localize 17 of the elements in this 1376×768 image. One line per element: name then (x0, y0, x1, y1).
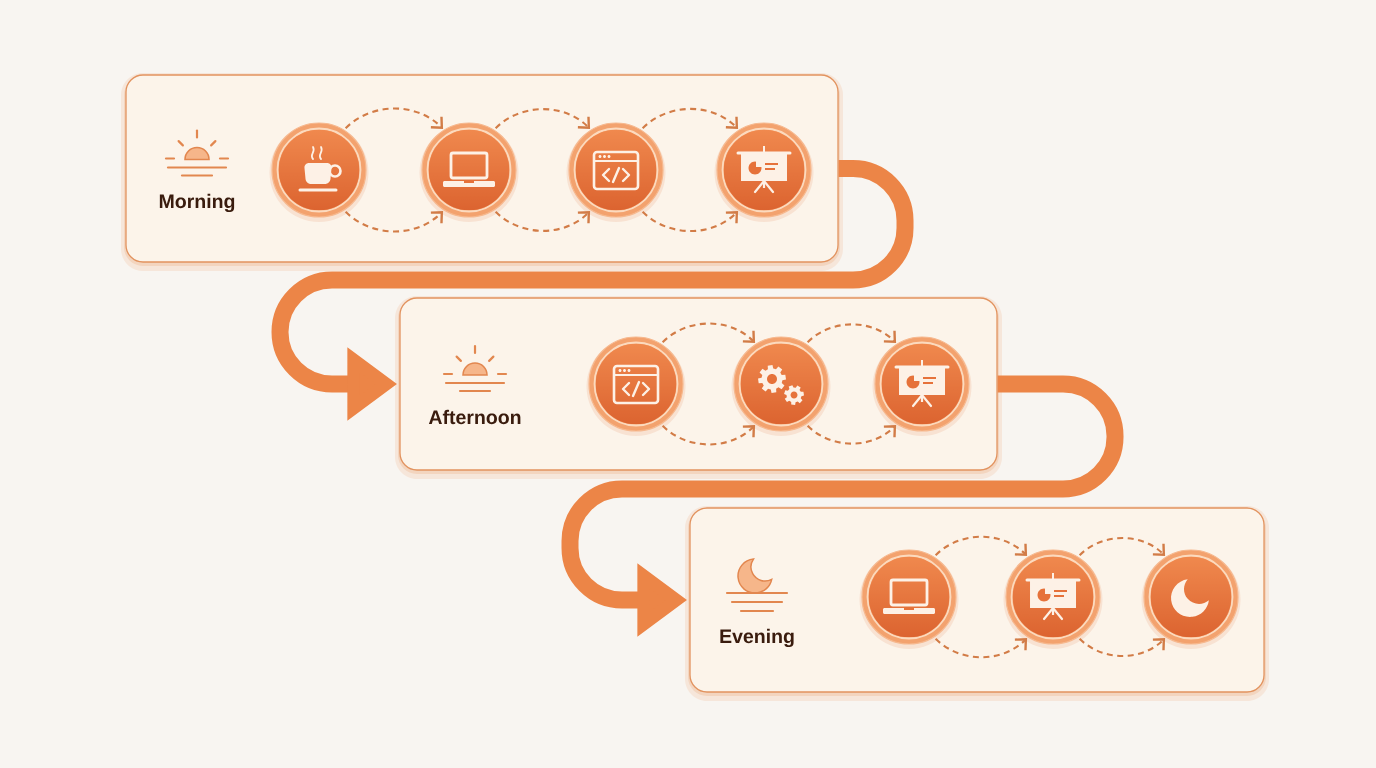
dashed-arrow (641, 107, 739, 129)
dashed-arrow (1078, 537, 1166, 556)
dashed-arrow (494, 210, 591, 232)
dashed-arrow (806, 425, 897, 445)
panel-heading: Afternoon (428, 409, 521, 425)
dashed-arrow (934, 535, 1028, 556)
panel-heading: Morning (159, 193, 235, 213)
dashed-arrow (641, 210, 739, 233)
dashed-arrow (344, 107, 444, 129)
dashed-arrow (1078, 638, 1166, 657)
dashed-arrow (806, 323, 897, 343)
dashed-arrow (494, 108, 591, 129)
dashed-arrow (661, 322, 756, 343)
dashed-arrow (661, 425, 756, 446)
dashed-arrow (934, 638, 1028, 659)
dashed-arrow (344, 210, 444, 233)
panel-heading: Evening (720, 628, 794, 648)
